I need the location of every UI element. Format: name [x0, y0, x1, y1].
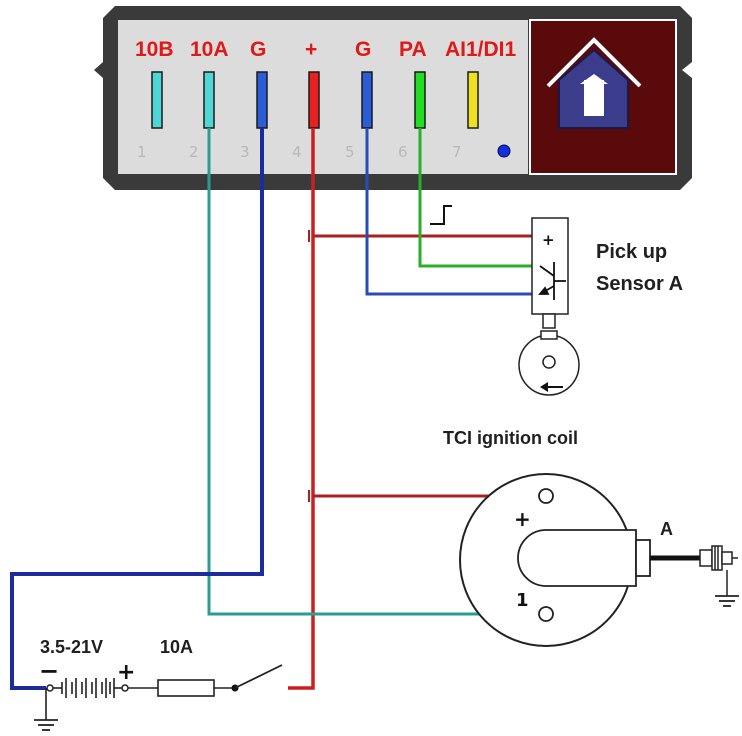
pin-bar-5 [361, 71, 373, 129]
coil-terminal-plus [538, 488, 554, 504]
pin-numbers: 1 2 3 4 5 6 7 [137, 143, 462, 161]
wires [10, 128, 535, 690]
power-supply: 3.5-21V 10A − + [34, 637, 283, 731]
connector-box [94, 6, 692, 190]
pin-label-pa: PA [399, 38, 427, 61]
pin-label-plus: + [305, 38, 317, 61]
spark-plug-icon [699, 545, 738, 596]
green-wire-pa [418, 128, 532, 268]
pin-labels: 10B 10A G + G PA AI1/DI1 [135, 38, 517, 61]
coil-terminal-1-label: 1 [516, 590, 529, 611]
pin-number-2: 2 [189, 143, 199, 161]
fuse-rating-label: 10A [160, 637, 193, 657]
pin-label-10a: 10A [190, 38, 229, 61]
pin-number-6: 6 [398, 143, 408, 161]
pin-bar-6 [414, 71, 426, 129]
teal-wire-coil-1 [207, 128, 535, 616]
rotor-center [542, 355, 556, 369]
blue-wire-sensor-ground [365, 128, 532, 296]
pin-bar-3 [256, 71, 268, 129]
pin-label-10b: 10B [135, 38, 174, 61]
coil-title: TCI ignition coil [443, 428, 578, 448]
pin-number-4: 4 [292, 143, 302, 161]
switch-lever-icon [234, 664, 283, 689]
transistor-icon [538, 262, 566, 300]
sensor-stem [542, 313, 556, 329]
coil-core [517, 529, 637, 587]
pin-bar-4 [308, 71, 320, 129]
sensor-title-line1: Pick up [596, 241, 667, 263]
pin-number-7: 7 [452, 143, 462, 161]
pulse-edge-icon [430, 205, 452, 225]
pin-label-ai1-di1: AI1/DI1 [445, 38, 517, 61]
sensor-title-line2: Sensor A [596, 273, 683, 295]
fuse-icon [157, 679, 215, 697]
battery-ground-icon [34, 719, 58, 731]
coil-output-post [635, 539, 651, 577]
ignition-coil: TCI ignition coil + 1 A [443, 428, 739, 647]
battery-icon [53, 678, 122, 698]
rotation-arrow-icon [540, 382, 563, 392]
pin-number-3: 3 [240, 143, 250, 161]
coil-plus-label: + [514, 507, 531, 531]
red-wire-main [288, 128, 315, 690]
coil-ground-icon [715, 595, 739, 607]
pin-bar-7 [467, 71, 479, 129]
sensor-plus-sign: + [542, 231, 555, 249]
pickup-sensor: + Pick up Sensor A [518, 217, 683, 396]
pin-label-g-1: G [250, 38, 266, 61]
pin-bar-2 [203, 71, 215, 129]
battery-minus-sign: − [39, 657, 59, 685]
battery-plus-sign: + [117, 660, 135, 685]
coil-terminal-1 [538, 606, 554, 622]
blue-wire-battery [10, 128, 264, 690]
pin-label-g-2: G [355, 38, 371, 61]
supply-voltage-label: 3.5-21V [40, 637, 103, 657]
connector-pin-panel [118, 20, 528, 174]
pin-number-5: 5 [345, 143, 355, 161]
pin-bar-1 [151, 71, 163, 129]
status-led [497, 144, 511, 158]
pin-number-1: 1 [137, 143, 147, 161]
usb-b-port-icon [546, 37, 642, 129]
coil-output-label: A [660, 519, 673, 539]
